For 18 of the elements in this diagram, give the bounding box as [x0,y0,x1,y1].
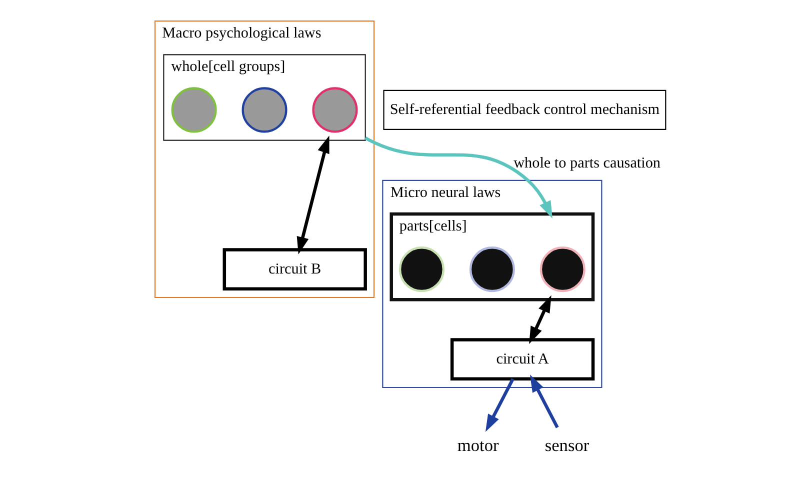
edge-label: whole to parts causation [513,154,660,172]
node-box: circuit B [222,248,366,290]
node-circle [468,246,514,292]
node-circle [312,87,358,133]
node-text: motor [456,436,498,456]
node-circle [398,246,444,292]
node-circle [539,246,585,292]
arrow [528,295,551,344]
node-text: sensor [544,436,589,456]
arrow [296,136,329,254]
node-circle [241,87,287,133]
arrow [529,374,558,428]
node-box: Self-referential feedback control mechanism [382,90,666,130]
node-box: circuit A [450,338,594,380]
cluster: whole[cell groups] [162,54,366,141]
arrow [484,378,514,432]
cluster: parts[cells] [389,212,594,302]
node-circle [170,87,216,133]
